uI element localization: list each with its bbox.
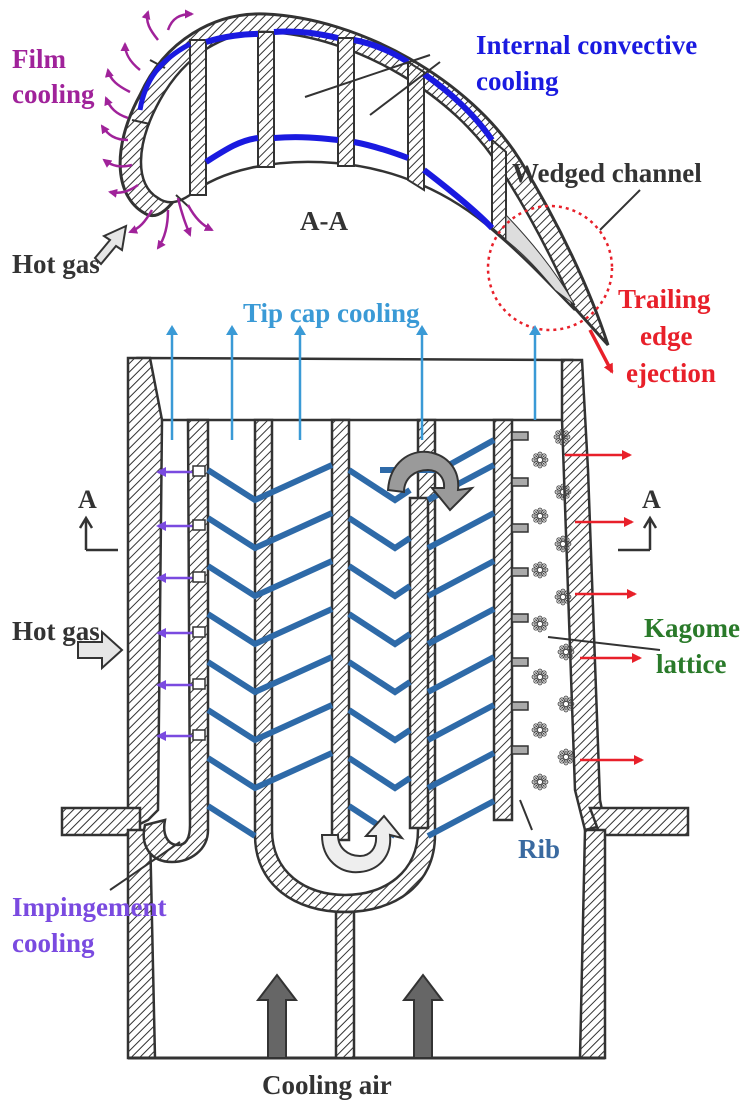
- kagome-label-2: lattice: [656, 649, 726, 679]
- turn-arrow-top: [386, 450, 475, 512]
- convective-leader: [369, 61, 441, 116]
- hot-gas-arrow-side: [77, 629, 124, 671]
- kagome-leader: [547, 636, 661, 651]
- cooling-air-label: Cooling air: [262, 1070, 392, 1100]
- impingement-leader: [109, 841, 181, 891]
- svg-text:❁: ❁: [554, 481, 572, 506]
- trailing-ejection-arrows: [565, 450, 644, 765]
- hot-gas-top-label: Hot gas: [12, 249, 100, 279]
- cooling-air-arrow-right: [401, 973, 445, 1059]
- film-hole: [131, 119, 151, 125]
- kagome-lattice: ❁ ❁ ❁ ❁ ❁ ❁ ❁ ❁ ❁ ❁ ❁ ❁ ❁ ❁: [531, 426, 575, 796]
- center-wall: [330, 418, 351, 842]
- section-marker-label-left: A: [78, 485, 97, 514]
- airfoil-rib: [407, 60, 425, 192]
- internal-convective-label-1: Internal convective: [476, 30, 697, 60]
- wedged-channel-label: Wedged channel: [512, 158, 702, 188]
- svg-text:❁: ❁: [557, 641, 575, 666]
- turn-divider-wall: [408, 496, 430, 830]
- airfoil-section: [93, 9, 641, 374]
- convective-leader: [304, 54, 431, 98]
- film-cooling-label-2: cooling: [12, 79, 95, 109]
- svg-text:❁: ❁: [531, 613, 549, 638]
- svg-text:❁: ❁: [531, 505, 549, 530]
- section-marker-right: [618, 515, 658, 552]
- svg-text:❁: ❁: [554, 533, 572, 558]
- trailing-label-1: Trailing: [618, 284, 711, 314]
- trailing-ejection-arrow: [588, 329, 614, 374]
- trailing-label-2: edge: [640, 321, 693, 351]
- section-marker-label-right: A: [642, 485, 661, 514]
- svg-text:❁: ❁: [531, 719, 549, 744]
- turn-arrow-bottom: [320, 814, 405, 874]
- trailing-ribs: [511, 431, 529, 755]
- airfoil-rib: [257, 31, 275, 168]
- cooling-air-arrow-left: [255, 973, 299, 1059]
- svg-text:❁: ❁: [531, 771, 549, 796]
- wedged-channel: [505, 213, 576, 306]
- impingement-tabs: [192, 465, 206, 741]
- impingement-label-1: Impingement: [12, 892, 167, 922]
- left-outer-wall: [126, 356, 164, 833]
- impingement-label-2: cooling: [12, 928, 95, 958]
- film-cooling-arrows: [100, 9, 214, 250]
- svg-text:❁: ❁: [531, 449, 549, 474]
- svg-text:❁: ❁: [554, 586, 572, 611]
- root-stem: [334, 910, 356, 1060]
- root-right-wall: [578, 828, 607, 1060]
- airfoil-rib: [337, 37, 355, 167]
- labels: Film cooling Internal convective cooling…: [12, 30, 740, 1100]
- chevron-ribs: [206, 437, 496, 839]
- trailing-wall: [492, 418, 514, 822]
- kagome-label-1: Kagome: [644, 613, 740, 643]
- tip-cap-label: Tip cap cooling: [243, 298, 420, 328]
- rib-leader: [519, 799, 533, 831]
- trailing-label-3: ejection: [626, 358, 716, 388]
- svg-text:❁: ❁: [557, 746, 575, 771]
- rib-label: Rib: [518, 834, 560, 864]
- film-cooling-label-1: Film: [12, 44, 66, 74]
- platform-right: [588, 806, 690, 837]
- section-marker-left: [78, 515, 118, 552]
- wedged-channel-marker: [486, 204, 614, 332]
- internal-convective-label-2: cooling: [476, 66, 559, 96]
- u-turn-outer-wall: [253, 418, 437, 914]
- hot-gas-arrow-top: [93, 224, 128, 266]
- blade-body: ❁ ❁ ❁ ❁ ❁ ❁ ❁ ❁ ❁ ❁ ❁ ❁ ❁ ❁: [60, 325, 690, 1060]
- svg-text:❁: ❁: [557, 693, 575, 718]
- svg-text:❁: ❁: [553, 426, 571, 451]
- wedged-channel-leader: [599, 189, 641, 231]
- airfoil-rib: [189, 39, 207, 196]
- section-label: A-A: [300, 206, 348, 236]
- impingement-wall: [142, 418, 210, 864]
- svg-text:❁: ❁: [531, 559, 549, 584]
- hot-gas-side-label: Hot gas: [12, 616, 100, 646]
- tip-cap-arrows: [166, 325, 541, 440]
- convective-cooling-lines: [137, 28, 495, 231]
- tip-cap: [136, 356, 574, 422]
- svg-text:❁: ❁: [531, 666, 549, 691]
- root-left-wall: [126, 828, 157, 1060]
